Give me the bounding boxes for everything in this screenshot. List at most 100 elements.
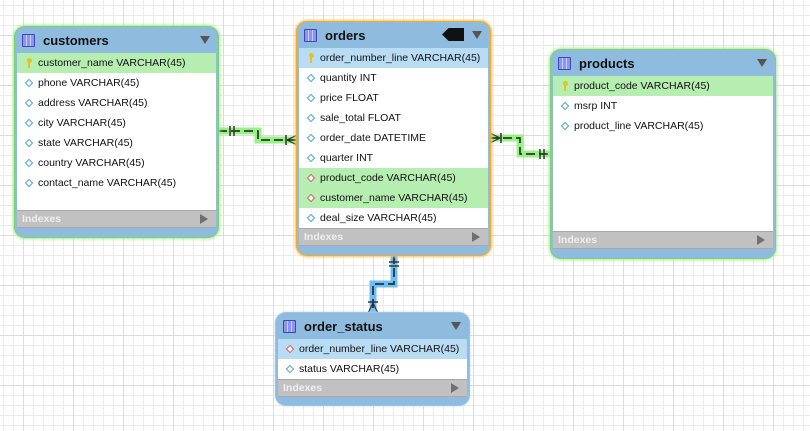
column-row[interactable]: address VARCHAR(45) [17,93,216,113]
column-diamond-icon [305,133,316,143]
column-diamond-icon [284,364,295,374]
column-diamond-icon [23,138,34,148]
column-diamond-icon [23,178,34,188]
column-diamond-icon [305,93,316,103]
column-label: customer_name VARCHAR(45) [320,192,468,204]
table-name: customers [43,32,109,48]
expand-arrow-icon[interactable] [200,214,208,224]
column-list: order_number_line VARCHAR(45) quantity IN… [299,48,488,228]
indexes-section[interactable]: Indexes [278,379,467,397]
column-label: msrp INT [574,100,618,112]
indexes-section[interactable]: Indexes [17,210,216,228]
column-diamond-icon [23,118,34,128]
column-row[interactable]: status VARCHAR(45) [278,359,467,379]
indexes-section[interactable]: Indexes [553,231,773,249]
column-row[interactable]: city VARCHAR(45) [17,113,216,133]
table-header[interactable]: order_status [276,313,469,339]
column-row[interactable]: order_number_line VARCHAR(45) [278,339,467,359]
column-row[interactable]: order_date DATETIME [299,128,488,148]
column-diamond-icon [23,158,34,168]
indexes-section[interactable]: Indexes [299,228,488,246]
relationship-customers-orders[interactable] [218,126,298,146]
table-header[interactable]: orders [297,22,490,48]
primary-key-icon [23,58,34,68]
collapse-triangle-icon[interactable] [200,36,210,44]
relationship-orders-order-status[interactable] [367,255,399,314]
column-label: product_line VARCHAR(45) [574,120,704,132]
column-row[interactable]: sale_total FLOAT [299,108,488,128]
column-row[interactable]: contact_name VARCHAR(45) [17,173,216,193]
table-header[interactable]: products [551,50,775,76]
expand-arrow-icon[interactable] [472,232,480,242]
foreign-key-diamond-icon [305,193,316,203]
table-name: products [579,55,635,71]
column-diamond-icon [305,213,316,223]
column-row[interactable]: quantity INT [299,68,488,88]
column-label: customer_name VARCHAR(45) [38,57,186,69]
table-icon [22,33,35,47]
primary-key-icon [559,81,570,91]
column-row[interactable]: product_code VARCHAR(45) [299,168,488,188]
column-label: order_number_line VARCHAR(45) [299,343,460,355]
column-row[interactable]: product_line VARCHAR(45) [553,116,773,136]
indexes-label: Indexes [22,213,62,225]
indexes-label: Indexes [283,382,323,394]
column-label: phone VARCHAR(45) [38,77,140,89]
column-row[interactable]: quarter INT [299,148,488,168]
column-row[interactable]: product_code VARCHAR(45) [553,76,773,96]
table-name: orders [325,27,366,43]
column-diamond-icon [305,153,316,163]
column-diamond-icon [559,121,570,131]
column-row[interactable]: msrp INT [553,96,773,116]
table-order-status[interactable]: order_status order_number_line VARCHAR(4… [276,313,469,405]
column-diamond-icon [559,101,570,111]
column-row[interactable]: order_number_line VARCHAR(45) [299,48,488,68]
primary-key-icon [305,53,316,63]
column-label: country VARCHAR(45) [38,157,145,169]
table-orders[interactable]: orders order_number_line VARCHAR(45) quan… [297,22,490,255]
column-label: contact_name VARCHAR(45) [38,177,177,189]
collapse-triangle-icon[interactable] [451,322,461,330]
column-list: customer_name VARCHAR(45) phone VARCHAR(4… [17,53,216,210]
collapse-triangle-icon[interactable] [472,31,482,39]
column-row[interactable]: country VARCHAR(45) [17,153,216,173]
table-customers[interactable]: customers customer_name VARCHAR(45) phone… [15,27,218,237]
column-label: quarter INT [320,152,374,164]
relationship-products-orders[interactable] [489,132,551,159]
column-list: product_code VARCHAR(45) msrp INT product_… [553,76,773,231]
column-diamond-icon [23,98,34,108]
column-row[interactable]: deal_size VARCHAR(45) [299,208,488,228]
column-diamond-icon [305,73,316,83]
table-header[interactable]: customers [15,27,218,53]
column-label: price FLOAT [320,92,379,104]
indexes-label: Indexes [304,231,344,243]
column-row[interactable]: customer_name VARCHAR(45) [299,188,488,208]
column-label: state VARCHAR(45) [38,137,133,149]
column-label: address VARCHAR(45) [38,97,148,109]
indexes-label: Indexes [558,234,598,246]
expand-arrow-icon[interactable] [451,383,459,393]
column-list: order_number_line VARCHAR(45) status VARC… [278,339,467,379]
column-row[interactable]: phone VARCHAR(45) [17,73,216,93]
column-row[interactable]: price FLOAT [299,88,488,108]
column-label: product_code VARCHAR(45) [574,80,710,92]
column-label: order_date DATETIME [320,132,427,144]
column-label: city VARCHAR(45) [38,117,126,129]
column-label: deal_size VARCHAR(45) [320,212,437,224]
foreign-key-diamond-icon [305,173,316,183]
collapse-triangle-icon[interactable] [757,59,767,67]
column-row[interactable]: customer_name VARCHAR(45) [17,53,216,73]
expand-arrow-icon[interactable] [757,235,765,245]
column-label: quantity INT [320,72,377,84]
column-row[interactable]: state VARCHAR(45) [17,133,216,153]
table-icon [558,56,571,70]
column-diamond-icon [305,113,316,123]
column-label: status VARCHAR(45) [299,363,400,375]
column-diamond-icon [23,78,34,88]
table-icon [283,319,296,333]
tag-icon[interactable] [442,28,464,41]
table-icon [304,28,317,42]
foreign-key-diamond-icon [284,344,295,354]
table-products[interactable]: products product_code VARCHAR(45) msrp IN… [551,50,775,258]
